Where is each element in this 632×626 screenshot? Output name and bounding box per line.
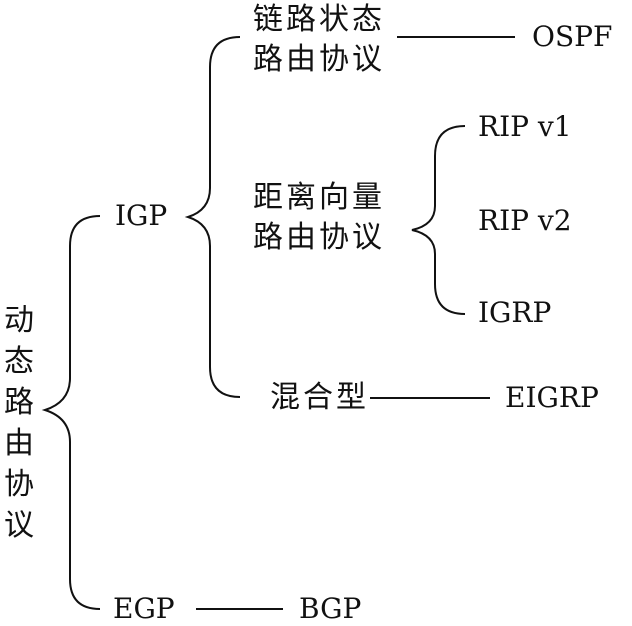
root-brace [41, 215, 101, 610]
igp-label: IGP [115, 199, 168, 232]
bgp-label: BGP [299, 592, 362, 625]
dynamic-routing-protocol-label: 动态路由协议 [4, 303, 34, 543]
egp-label: EGP [113, 592, 175, 625]
distance-vector-brace [411, 125, 466, 315]
ospf-label: OSPF [532, 20, 613, 53]
link-state-protocol-label: 链路状态 路由协议 [253, 2, 385, 77]
igrp-label: IGRP [478, 296, 552, 329]
rip-v1-label: RIP v1 [478, 110, 572, 143]
rip-v2-label: RIP v2 [478, 204, 572, 237]
eigrp-label: EIGRP [505, 381, 599, 414]
igp-brace [184, 36, 241, 398]
distance-vector-protocol-label: 距离向量 路由协议 [253, 180, 385, 255]
hybrid-protocol-label: 混合型 [270, 380, 369, 415]
